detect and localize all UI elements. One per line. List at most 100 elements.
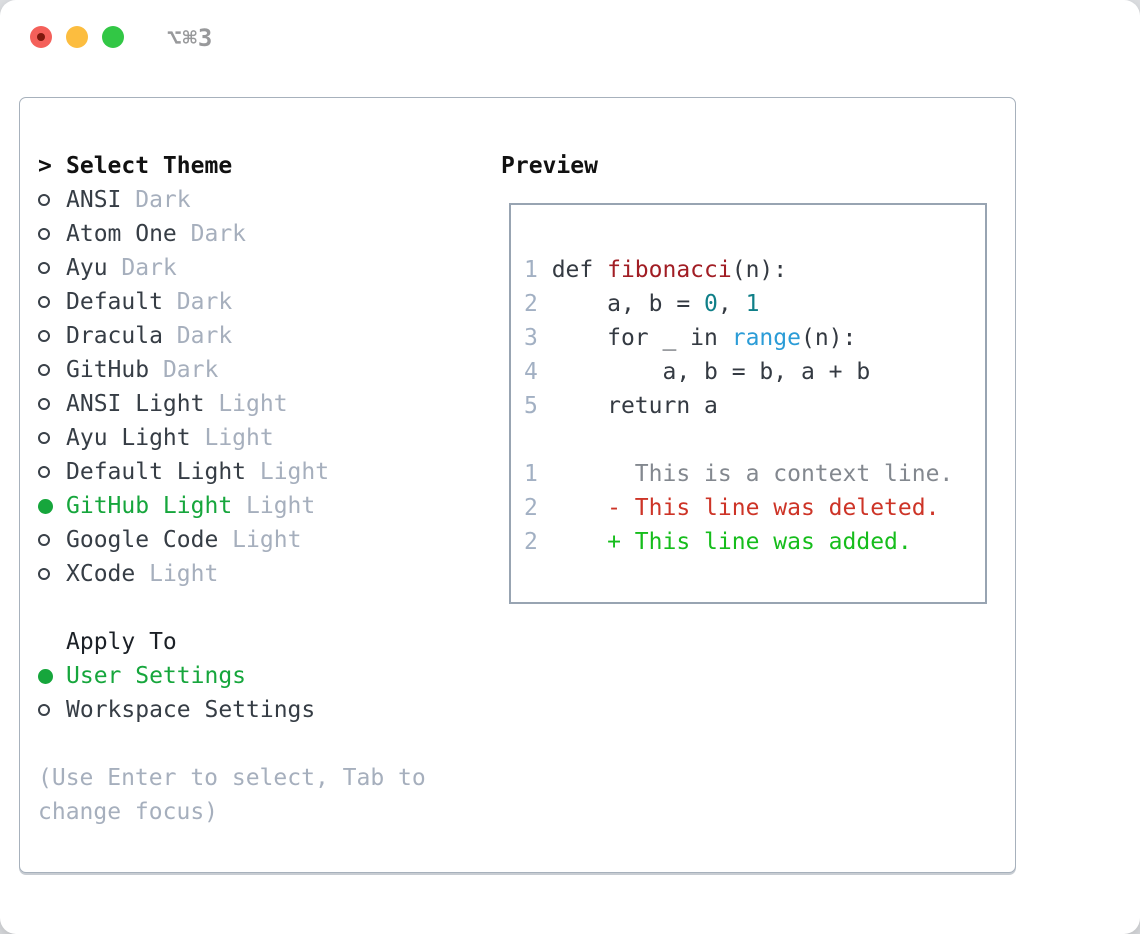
- radio-marker: [38, 704, 66, 716]
- code-segment: 2: [524, 291, 552, 317]
- theme-item-name: Dracula: [66, 323, 163, 349]
- theme-item-name: ANSI Light: [66, 391, 205, 417]
- code-segment: 4: [524, 359, 552, 385]
- theme-item-name: Atom One: [66, 221, 177, 247]
- apply-to-option[interactable]: User Settings: [38, 659, 426, 693]
- keyboard-hint: (Use Enter to select, Tab to: [38, 765, 426, 791]
- theme-item[interactable]: Ayu Dark: [38, 251, 426, 285]
- apply-to-option[interactable]: Workspace Settings: [38, 693, 426, 727]
- code-segment: a, b = b, a + b: [551, 359, 871, 385]
- code-segment: 0: [704, 291, 718, 317]
- theme-item-variant: Dark: [107, 255, 177, 281]
- code-segment: - This line was deleted.: [537, 495, 940, 521]
- apply-to-header: Apply To: [38, 625, 426, 659]
- radio-unselected-icon: [38, 194, 50, 206]
- code-segment: return a: [551, 393, 718, 419]
- theme-item[interactable]: Atom One Dark: [38, 217, 426, 251]
- code-segment: 3: [524, 325, 552, 351]
- theme-item-name: GitHub Light: [66, 493, 233, 519]
- theme-item-variant: Dark: [149, 357, 219, 383]
- radio-unselected-icon: [38, 330, 50, 342]
- radio-marker: [38, 432, 66, 444]
- theme-list-header: > Select Theme: [38, 149, 426, 183]
- code-segment: 1: [745, 291, 760, 317]
- radio-marker: [38, 262, 66, 274]
- theme-item[interactable]: ANSI Light Light: [38, 387, 426, 421]
- zoom-button[interactable]: [102, 26, 124, 48]
- radio-marker: [38, 364, 66, 376]
- radio-marker: [38, 228, 66, 240]
- theme-item[interactable]: GitHub Dark: [38, 353, 426, 387]
- radio-unselected-icon: [38, 568, 50, 580]
- preview-line: 2 + This line was added.: [524, 525, 985, 559]
- theme-item[interactable]: Ayu Light Light: [38, 421, 426, 455]
- code-segment: (n):: [731, 257, 788, 283]
- preview-line: 4 a, b = b, a + b: [524, 355, 985, 389]
- radio-unselected-icon: [38, 228, 50, 240]
- theme-item[interactable]: Default Dark: [38, 285, 426, 319]
- theme-item-variant: Dark: [162, 289, 233, 315]
- radio-marker: [38, 668, 66, 684]
- radio-selected-icon: [38, 668, 53, 684]
- radio-marker: [38, 534, 66, 546]
- theme-item-variant: Dark: [176, 221, 247, 247]
- code-segment: a, b =: [551, 291, 705, 317]
- chevron-right-icon: >: [38, 153, 52, 179]
- radio-selected-icon: [38, 498, 53, 514]
- code-segment: 2: [524, 495, 538, 521]
- code-segment: def: [551, 257, 608, 283]
- theme-item[interactable]: XCode Light: [38, 557, 426, 591]
- theme-item-name: GitHub: [66, 357, 150, 383]
- theme-item[interactable]: GitHub Light Light: [38, 489, 426, 523]
- close-dot-icon: [37, 33, 45, 41]
- radio-marker: [38, 398, 66, 410]
- theme-item[interactable]: Dracula Dark: [38, 319, 426, 353]
- code-segment: for _ in: [551, 325, 732, 351]
- code-segment: + This line was added.: [537, 529, 912, 555]
- radio-unselected-icon: [38, 466, 50, 478]
- preview-line: 2 - This line was deleted.: [524, 491, 985, 525]
- preview-line: 5 return a: [524, 389, 985, 423]
- window-title: ⌥⌘3: [167, 24, 214, 52]
- minimize-button[interactable]: [66, 26, 88, 48]
- theme-item[interactable]: ANSI Dark: [38, 183, 426, 217]
- code-segment: range: [731, 325, 801, 351]
- apply-to-title: Apply To: [66, 629, 177, 655]
- theme-item-variant: Dark: [121, 187, 191, 213]
- radio-marker: [38, 330, 66, 342]
- radio-marker: [38, 194, 66, 206]
- preview-line: 1 def fibonacci(n):: [524, 253, 985, 287]
- radio-marker: [38, 568, 66, 580]
- code-segment: This is a context line.: [537, 461, 954, 487]
- radio-marker: [38, 466, 66, 478]
- theme-list-title: Select Theme: [66, 153, 233, 179]
- radio-unselected-icon: [38, 364, 50, 376]
- preview-line: [524, 423, 985, 457]
- code-segment: 1: [524, 257, 552, 283]
- close-button[interactable]: [30, 26, 52, 48]
- theme-item-name: ANSI: [66, 187, 122, 213]
- keyboard-hint: change focus): [38, 799, 219, 825]
- preview-line: 2 a, b = 0, 1: [524, 287, 985, 321]
- preview-line: 1 This is a context line.: [524, 457, 985, 491]
- theme-item-name: Google Code: [66, 527, 219, 553]
- theme-item-name: Default Light: [66, 459, 247, 485]
- radio-unselected-icon: [38, 704, 50, 716]
- theme-item-variant: Light: [190, 425, 274, 451]
- code-segment: ,: [717, 291, 746, 317]
- theme-item[interactable]: Google Code Light: [38, 523, 426, 557]
- radio-unselected-icon: [38, 398, 50, 410]
- apply-to-option-name: User Settings: [66, 663, 247, 689]
- preview-title: Preview: [501, 153, 598, 179]
- theme-item-name: XCode: [66, 561, 136, 587]
- code-segment: fibonacci: [607, 257, 732, 283]
- theme-item-variant: Light: [218, 527, 302, 553]
- theme-item[interactable]: Default Light Light: [38, 455, 426, 489]
- theme-item-name: Ayu: [66, 255, 108, 281]
- title-bar: ⌥⌘3: [0, 0, 1140, 75]
- radio-unselected-icon: [38, 262, 50, 274]
